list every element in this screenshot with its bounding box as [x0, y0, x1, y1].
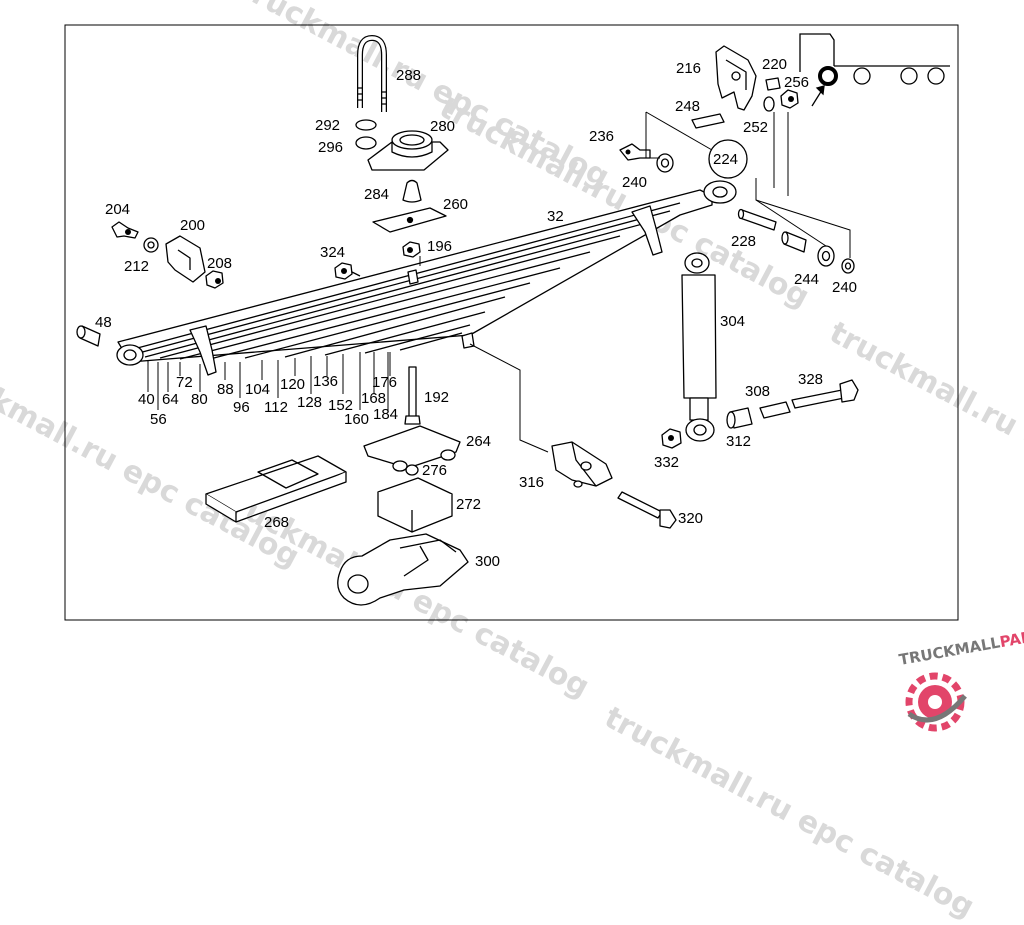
- washer-part: [355, 119, 377, 131]
- bolt-part: [111, 221, 139, 239]
- exploded-parts-diagram: 288 292 296 280 284 260 196 324 32 204 2…: [64, 24, 1024, 732]
- sleeve-part: [759, 401, 791, 419]
- nut-part: [355, 136, 377, 150]
- callout-label: 136: [313, 373, 338, 390]
- callout-label: 240: [832, 279, 857, 296]
- bushing-part: [405, 464, 419, 476]
- bump-stop-part: [402, 179, 422, 203]
- callout-label: 324: [320, 244, 345, 261]
- callout-label: 212: [124, 258, 149, 275]
- callout-label: 224: [713, 151, 738, 168]
- callout-label: 228: [731, 233, 756, 250]
- grease-fitting-part: [619, 143, 651, 161]
- callout-label: 264: [466, 433, 491, 450]
- callout-label: 176: [372, 374, 397, 391]
- callout-label: 300: [475, 553, 500, 570]
- callout-label: 332: [654, 454, 679, 471]
- callout-label: 208: [207, 255, 232, 272]
- callout-label: 152: [328, 397, 353, 414]
- callout-label: 72: [176, 374, 193, 391]
- callout-label: 120: [280, 376, 305, 393]
- diagram-frame: [64, 24, 959, 621]
- callout-labels: 288 292 296 280 284 260 196 324 32 204 2…: [95, 56, 857, 570]
- callout-label: 200: [180, 217, 205, 234]
- callout-label: 272: [456, 496, 481, 513]
- spring-saddle-part: [367, 130, 449, 171]
- leader-lines: [147, 111, 851, 453]
- callout-label: 304: [720, 313, 745, 330]
- callout-label: 296: [318, 139, 343, 156]
- callout-label: 268: [264, 514, 289, 531]
- callout-label: 160: [344, 411, 369, 428]
- logo-text-main: TRUCKMALL: [898, 633, 1002, 669]
- callout-label: 244: [794, 271, 819, 288]
- bolt-part: [617, 491, 663, 519]
- callout-label: 284: [364, 186, 389, 203]
- callout-label: 320: [678, 510, 703, 527]
- callout-label: 280: [430, 118, 455, 135]
- callout-label: 96: [233, 399, 250, 416]
- callout-label: 220: [762, 56, 787, 73]
- bolt-part: [791, 389, 845, 409]
- callout-label: 168: [361, 390, 386, 407]
- callout-label: 40: [138, 391, 155, 408]
- callout-label: 48: [95, 314, 112, 331]
- callout-label: 192: [424, 389, 449, 406]
- leaf-spring-part: [116, 180, 737, 376]
- callout-label: 240: [622, 174, 647, 191]
- callout-label: 328: [798, 371, 823, 388]
- brand-logo: TRUCKMALLPARTS: [898, 624, 1024, 732]
- callout-label: 292: [315, 117, 340, 134]
- bushing-part: [765, 77, 781, 91]
- callout-label: 32: [547, 208, 564, 225]
- gear-icon: [905, 672, 967, 732]
- pin-part: [739, 209, 777, 231]
- spring-mount-part: [337, 533, 469, 606]
- callout-label: 252: [743, 119, 768, 136]
- callout-label: 236: [589, 128, 614, 145]
- callout-label: 308: [745, 383, 770, 400]
- callout-label: 312: [726, 433, 751, 450]
- callout-label: 204: [105, 201, 130, 218]
- callout-label: 184: [373, 406, 398, 423]
- callout-label: 260: [443, 196, 468, 213]
- callout-label: 248: [675, 98, 700, 115]
- callout-label: 112: [264, 399, 288, 416]
- callout-circle: [708, 139, 748, 179]
- callout-label: 288: [396, 67, 421, 84]
- washer-part: [763, 96, 775, 112]
- callout-label: 276: [422, 462, 447, 479]
- callout-label: 80: [191, 391, 208, 408]
- callout-label: 196: [427, 238, 452, 255]
- callout-label: 316: [519, 474, 544, 491]
- truck-icon: [799, 33, 950, 107]
- shock-absorber-part: [681, 252, 717, 442]
- callout-label: 104: [245, 381, 270, 398]
- callout-label: 256: [784, 74, 809, 91]
- bracket-part: [363, 425, 461, 469]
- bolt-part: [408, 366, 417, 419]
- u-bolt-part: [357, 35, 387, 112]
- pin-part: [691, 113, 725, 129]
- callout-label: 64: [162, 391, 179, 408]
- callout-label: 56: [150, 411, 167, 428]
- callout-label: 128: [297, 394, 322, 411]
- svg-text:TRUCKMALLPARTS: TRUCKMALLPARTS: [898, 624, 1024, 669]
- shackle-bracket-part: [165, 235, 206, 283]
- callout-label: 88: [217, 381, 234, 398]
- logo-text-accent: PARTS: [998, 624, 1024, 651]
- callout-label: 216: [676, 60, 701, 77]
